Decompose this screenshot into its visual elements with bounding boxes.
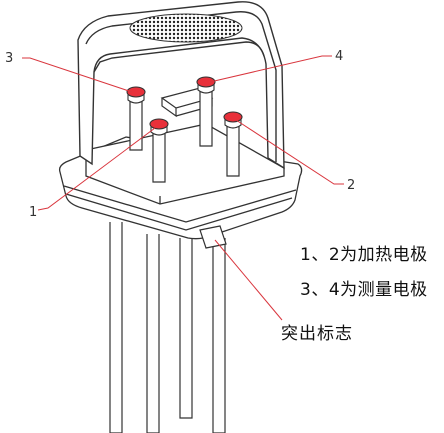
callout-1: 1 (29, 205, 37, 220)
legend-heating-electrodes: 1、2为加热电极 (300, 245, 428, 265)
leader-2 (235, 119, 344, 185)
protrusion-marker-label: 突出标志 (281, 324, 353, 344)
pin-caps (126, 76, 243, 136)
leader-lines (22, 55, 344, 321)
pin-posts (129, 90, 240, 183)
legend-measuring-electrodes: 3、4为测量电极 (300, 280, 428, 300)
pin-4-cap (196, 76, 216, 94)
callout-2: 2 (347, 178, 355, 193)
pin-2-cap (223, 111, 243, 129)
pin-1-cap (149, 118, 169, 136)
leader-4 (209, 55, 332, 83)
sensor-cap (77, 1, 285, 170)
leader-3 (22, 57, 133, 93)
callout-4: 4 (335, 49, 343, 64)
protrusion-tab (199, 225, 227, 249)
callout-3: 3 (5, 51, 13, 66)
lead-wires (109, 222, 226, 433)
leader-mark (214, 239, 283, 321)
leader-1 (37, 127, 156, 211)
mesh-window (129, 13, 243, 43)
pin-3-cap (126, 86, 146, 104)
